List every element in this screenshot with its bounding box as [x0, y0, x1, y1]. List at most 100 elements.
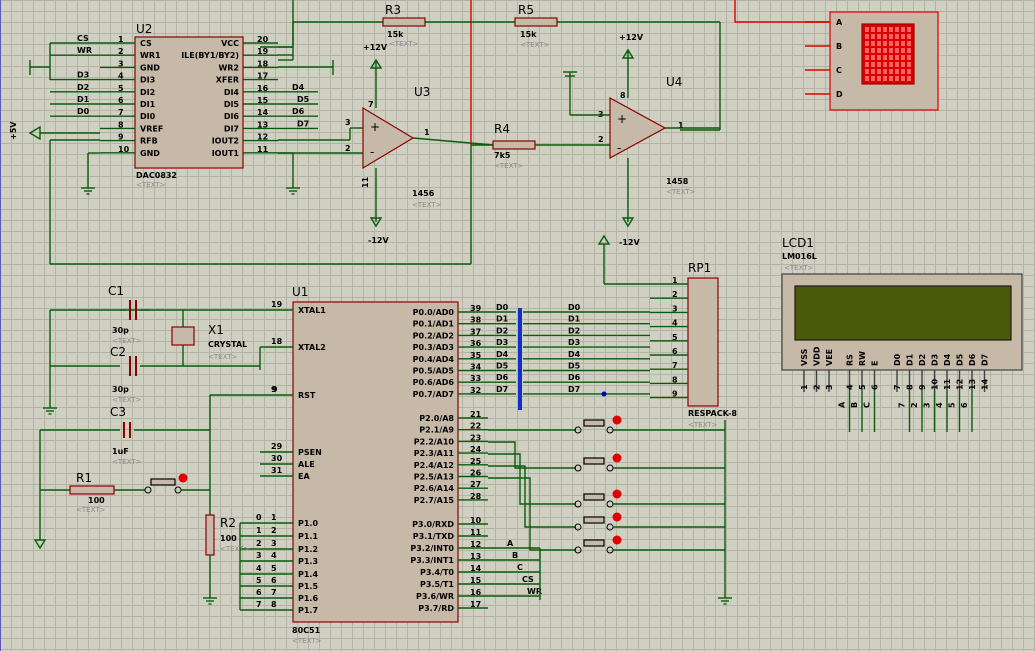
opamp-u4[interactable] — [609, 96, 667, 160]
u1-pin-number: 9 — [272, 385, 278, 394]
u1-part: 80C51 — [292, 626, 321, 635]
matrix-led — [889, 55, 893, 60]
mcu-80c51-body — [292, 301, 459, 623]
lcd-pin-name: VSS — [800, 348, 809, 366]
push-button[interactable] — [583, 419, 605, 427]
r3-value: 15k — [387, 30, 404, 39]
lcd-net-label: 2 — [910, 402, 919, 408]
vref-label: +5V — [9, 121, 18, 140]
rp1-pin-number: 5 — [672, 333, 678, 342]
lcd-pin-name: RS — [846, 354, 855, 366]
lcd-pin-name: D2 — [918, 354, 927, 366]
matrix-led — [895, 76, 899, 81]
matrix-led — [883, 41, 887, 46]
matrix-led — [907, 76, 911, 81]
button-led-icon — [612, 535, 622, 545]
lcd-net-label: B — [850, 402, 859, 408]
d-net-label: D7 — [568, 385, 580, 394]
u3-pin-number: 1 — [424, 128, 430, 137]
matrix-led — [877, 55, 881, 60]
u2-pin-number: 12 — [257, 133, 268, 142]
crystal-x1[interactable] — [171, 326, 195, 346]
p3-net-label: A — [507, 539, 514, 548]
button-contact — [574, 546, 582, 554]
u1-pin-number: 7 — [271, 588, 277, 597]
matrix-led — [889, 62, 893, 67]
button-contact — [574, 464, 582, 472]
u3-part: 1456 — [412, 189, 435, 198]
button-contact — [574, 523, 582, 531]
opamp-u3[interactable] — [362, 106, 415, 170]
u2-pin-number: 10 — [118, 145, 130, 154]
matrix-led — [865, 41, 869, 46]
u1-pin-number: 10 — [470, 516, 482, 525]
x1-text: <TEXT> — [208, 353, 238, 361]
u1-pin-name: P1.4 — [298, 570, 318, 579]
push-button[interactable] — [583, 493, 605, 501]
matrix-led — [889, 41, 893, 46]
matrix-led — [871, 55, 875, 60]
matrix-led — [907, 27, 911, 32]
lcd-pin-name: VEE — [825, 349, 834, 366]
c3-text: <TEXT> — [112, 458, 142, 466]
matrix-pin-label: A — [836, 18, 843, 27]
u1-pin-name: P3.3/INT1 — [410, 556, 454, 565]
p1-net-label: 7 — [256, 600, 262, 609]
matrix-led — [877, 69, 881, 74]
resistor-r2[interactable] — [205, 514, 215, 556]
u1-pin-number: 14 — [470, 564, 482, 573]
matrix-led — [865, 48, 869, 53]
lcd-pin-name: D0 — [893, 353, 902, 366]
u3-text: <TEXT> — [412, 201, 442, 209]
rp1-pin-number: 7 — [672, 361, 678, 370]
u1-pin-name: ALE — [298, 460, 315, 469]
u1-pin-name: RST — [298, 391, 316, 400]
u1-pin-number: 2 — [271, 526, 277, 535]
resistor-r1[interactable] — [69, 485, 115, 495]
p0-net-label: D0 — [496, 303, 509, 312]
push-button[interactable] — [583, 539, 605, 547]
u1-pin-name: P3.5/T1 — [420, 580, 454, 589]
lcd-pin-name: D1 — [906, 353, 915, 366]
wire-red — [734, 0, 830, 23]
p1-net-label: 1 — [256, 526, 262, 535]
c2-ref: C2 — [110, 345, 126, 359]
resistor-r3[interactable] — [382, 17, 426, 27]
u1-pin-name: P1.3 — [298, 557, 318, 566]
p1-net-label: 4 — [256, 564, 262, 573]
u1-pin-name: P2.0/A8 — [419, 414, 454, 423]
matrix-led — [895, 69, 899, 74]
u1-pin-number: 6 — [271, 576, 277, 585]
u1-pin-name: P2.2/A10 — [414, 437, 455, 446]
net-label: D6 — [292, 107, 305, 116]
push-button[interactable] — [583, 516, 605, 524]
u3-pin-number: 2 — [345, 144, 351, 153]
matrix-led — [895, 48, 899, 53]
resistor-r5[interactable] — [514, 17, 558, 27]
u1-pin-name: P3.1/TXD — [413, 532, 455, 541]
lcd-net-label: C — [863, 402, 872, 408]
d-net-label: D0 — [568, 303, 581, 312]
matrix-led — [865, 62, 869, 67]
matrix-led — [907, 55, 911, 60]
push-button[interactable] — [583, 457, 605, 465]
reset-button[interactable] — [150, 478, 176, 486]
u2-ref: U2 — [136, 22, 152, 36]
matrix-led — [871, 69, 875, 74]
u1-pin-name: P0.7/AD7 — [413, 390, 454, 399]
u2-pin-name: DI7 — [224, 124, 239, 133]
resistor-r4[interactable] — [492, 140, 536, 150]
lcd-pin-number: 14 — [981, 378, 990, 390]
lcd-pin-number: 8 — [906, 384, 915, 390]
button-wire — [488, 453, 576, 505]
matrix-led — [901, 69, 905, 74]
matrix-led — [895, 41, 899, 46]
d-net-label: D3 — [568, 338, 580, 347]
u1-pin-number: 31 — [271, 466, 283, 475]
u3-pin-number: 7 — [368, 100, 374, 109]
net-label: D3 — [77, 71, 89, 80]
button-contact — [574, 426, 582, 434]
u2-pin-number: 16 — [257, 84, 269, 93]
button-led-icon — [612, 512, 622, 522]
u2-pin-number: 2 — [118, 47, 124, 56]
